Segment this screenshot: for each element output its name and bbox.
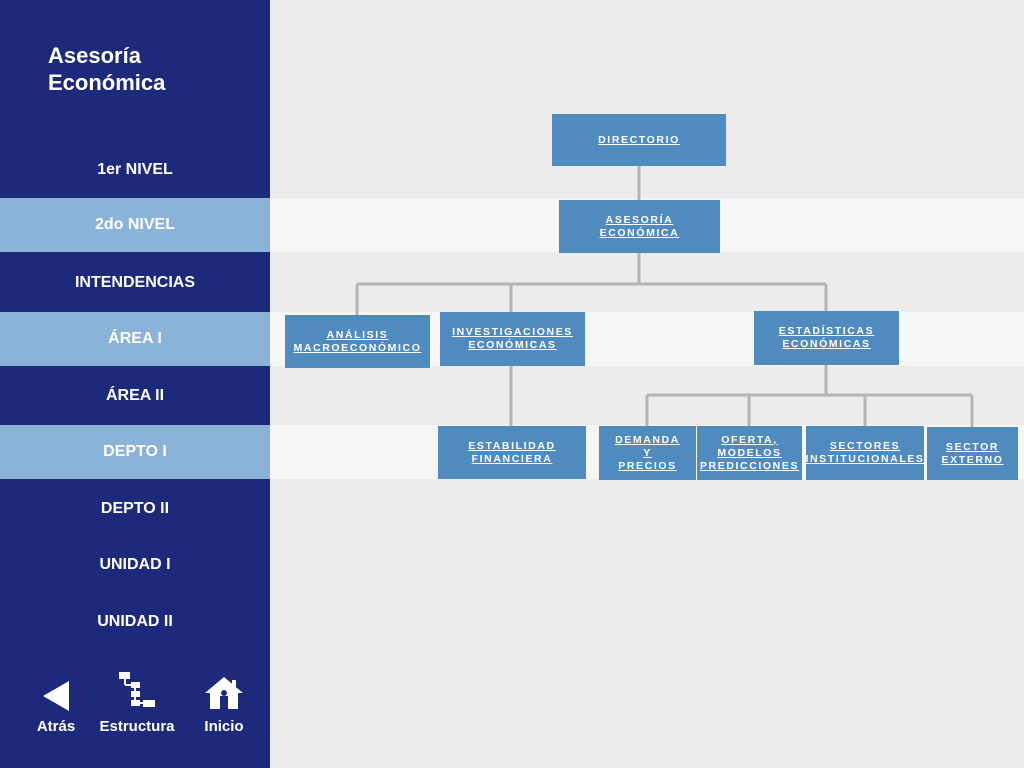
nav-item-unidad-i[interactable]: UNIDAD I [99,556,171,573]
app-title: Asesoría Económica [48,43,166,95]
home-button[interactable]: Inicio [184,668,264,748]
node-directorio[interactable]: DIRECTORIO [552,114,726,166]
hierarchy-icon [119,672,155,707]
nav-item-2do-nivel[interactable]: 2do NIVEL [0,198,270,252]
structure-button[interactable]: Estructura [97,668,177,748]
home-label: Inicio [204,718,244,735]
structure-label: Estructura [99,718,175,735]
nav-item-depto-ii[interactable]: DEPTO II [100,500,170,517]
node-investigaciones-economicas[interactable]: INVESTIGACIONES ECONÓMICAS [440,312,585,366]
node-estabilidad-financiera[interactable]: ESTABILIDAD FINANCIERA [438,426,586,479]
back-arrow-icon [43,681,69,711]
nav-item-depto-i[interactable]: DEPTO I [0,425,270,479]
node-asesoria-economica[interactable]: ASESORÍA ECONÓMICA [559,200,720,253]
nav-item-intendencias[interactable]: INTENDENCIAS [74,274,195,291]
node-sectores-institucionales[interactable]: SECTORES INSTITUCIONALES [805,426,924,480]
node-analisis-macroeconomico[interactable]: ANÁLISIS MACROECONÓMICO [285,315,430,368]
nav-item-1er-nivel[interactable]: 1er NIVEL [97,161,173,178]
nav-item-area-i[interactable]: ÁREA I [0,312,270,366]
back-label: Atrás [36,718,76,735]
back-button[interactable]: Atrás [16,668,96,748]
node-demanda-precios[interactable]: DEMANDA Y PRECIOS [599,426,696,480]
home-icon [205,677,243,709]
sidebar: Asesoría Económica 1er NIVEL 2do NIVEL I… [0,0,270,768]
nav-item-unidad-ii[interactable]: UNIDAD II [97,613,173,630]
nav-item-area-ii[interactable]: ÁREA II [105,387,165,404]
node-oferta-modelos[interactable]: OFERTA, MODELOS PREDICCIONES [697,426,802,480]
node-estadisticas-economicas[interactable]: ESTADÍSTICAS ECONÓMICAS [754,311,899,365]
node-sector-externo[interactable]: SECTOR EXTERNO [927,427,1018,480]
